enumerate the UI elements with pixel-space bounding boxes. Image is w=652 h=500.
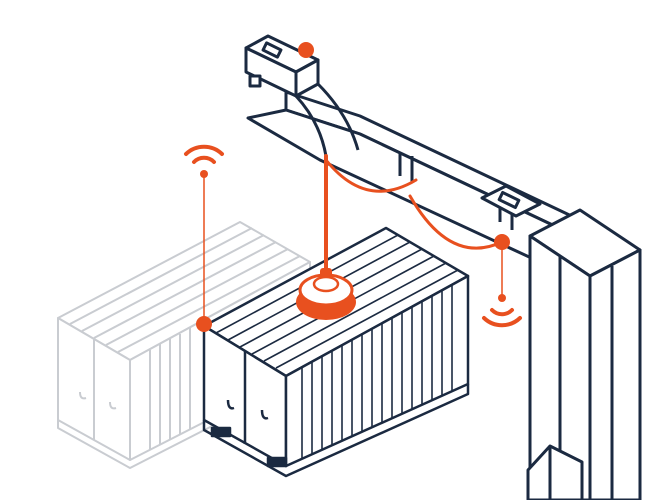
gantry-crane: [244, 34, 642, 500]
iot-sensor-puck: [296, 268, 356, 320]
container-side-ribs: [301, 285, 453, 458]
node-dot-wifi-right: [498, 294, 506, 302]
ghost-side-ribs: [149, 328, 191, 450]
node-dot-wifi-left: [200, 170, 208, 178]
iot-network: [203, 154, 504, 325]
ghost-roof-ribs: [69, 227, 301, 353]
node-dot-beam: [494, 234, 510, 250]
node-dot-container: [196, 316, 212, 332]
wifi-signal-icon: [482, 308, 522, 328]
node-dot-top: [298, 42, 314, 58]
wifi-signal-icon: [184, 144, 224, 164]
